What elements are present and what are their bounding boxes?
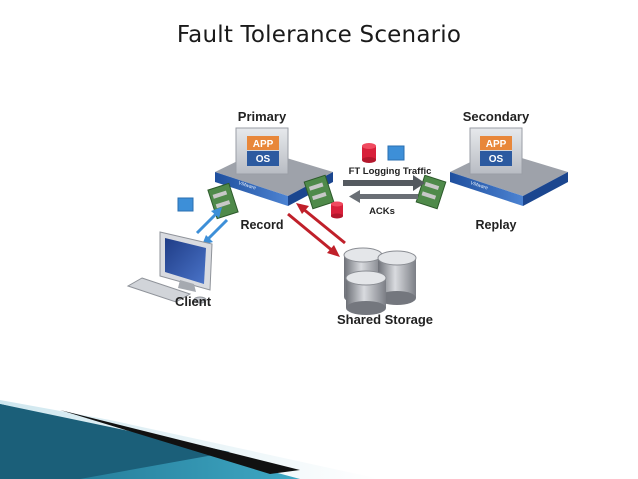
red-packet-icon	[362, 143, 376, 163]
client-label: Client	[175, 294, 212, 309]
storage-label: Shared Storage	[337, 312, 433, 327]
ft-logging-label: FT Logging Traffic	[349, 166, 432, 177]
storage-down-arrow	[287, 212, 335, 254]
acks-arrow-left	[349, 190, 418, 203]
keyboard-icon	[126, 277, 192, 303]
blue-packet-icon-client	[177, 197, 194, 212]
secondary-os-label: OS	[489, 154, 504, 165]
logging-arrow-right	[343, 175, 425, 191]
primary-slab-front	[215, 172, 288, 206]
secondary-app-label: APP	[486, 139, 507, 150]
primary-record-label: Record	[240, 218, 283, 232]
acks-label: ACKs	[369, 206, 395, 217]
secondary-label: Secondary	[463, 109, 530, 124]
primary-os-box	[247, 151, 279, 166]
secondary-server: Secondary VMware APP OS Replay	[415, 109, 568, 232]
mouse-icon	[193, 296, 207, 304]
secondary-os-box	[480, 151, 512, 166]
primary-vmware-text: VMware	[237, 180, 257, 191]
disk-icon	[345, 270, 387, 315]
shared-storage: Shared Storage	[337, 247, 433, 327]
monitor-screen	[165, 238, 206, 284]
primary-app-box	[247, 136, 279, 150]
red-packet-icon-lower	[331, 201, 343, 219]
primary-app-label: APP	[253, 139, 274, 150]
primary-os-label: OS	[256, 154, 271, 165]
client-down-arrow	[204, 218, 229, 243]
secondary-vmware-text: VMware	[469, 180, 489, 191]
primary-nic-left	[207, 182, 239, 220]
storage-up-arrow	[301, 206, 346, 245]
secondary-replay-label: Replay	[476, 218, 517, 232]
client-computer: Client	[126, 231, 213, 309]
primary-nic-right	[303, 174, 335, 210]
blue-packet-icon	[387, 145, 405, 161]
decorative-banner	[0, 400, 380, 479]
primary-storage-arrows	[287, 203, 346, 257]
secondary-slab-side	[523, 172, 568, 206]
primary-server: Primary VMware APP OS Record	[207, 109, 335, 232]
client-primary-arrows	[177, 197, 229, 245]
client-up-arrow	[195, 210, 220, 235]
primary-label: Primary	[238, 109, 287, 124]
secondary-app-box	[480, 136, 512, 150]
secondary-slab-front	[450, 172, 523, 206]
ft-logging-link: FT Logging Traffic ACKs	[331, 143, 431, 219]
slide-title: Fault Tolerance Scenario	[176, 22, 462, 48]
